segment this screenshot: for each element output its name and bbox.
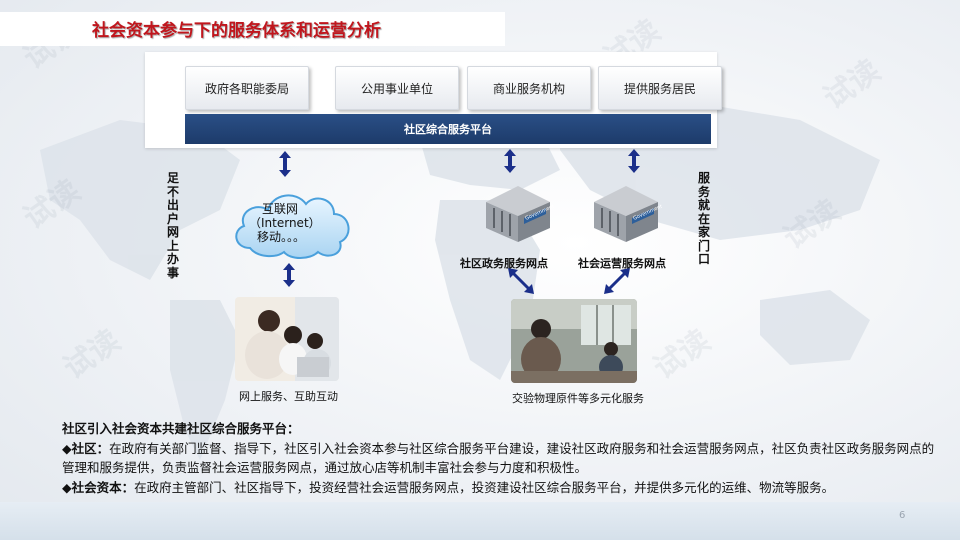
photo-right-caption: 交验物理原件等多元化服务: [512, 392, 644, 405]
diagonal-arrow-icon: [508, 268, 534, 294]
building-right-label: 社会运营服务网点: [578, 257, 666, 270]
photo-left-caption: 网上服务、互助互动: [239, 390, 338, 403]
double-arrow-icon: [628, 149, 640, 173]
right-vertical-text: 服务就在家门口: [697, 171, 710, 266]
cloud-label-internet: 互联网: [262, 202, 299, 216]
entity-public-utility: 公用事业单位: [335, 66, 459, 110]
double-arrow-icon: [279, 151, 291, 177]
diagonal-arrow-icon: [604, 268, 630, 294]
double-arrow-icon: [283, 263, 295, 287]
summary-social-capital: ◆社会资本：在政府主管部门、社区指导下，投资经营社会运营服务网点，投资建设社区综…: [62, 478, 942, 498]
entity-residents: 提供服务居民: [598, 66, 722, 110]
summary-heading: 社区引入社会资本共建社区综合服务平台：: [62, 421, 300, 436]
bottom-band: [0, 502, 960, 540]
body-community: 在政府有关部门监督、指导下，社区引入社会资本参与社区综合服务平台建设，建设社区政…: [62, 440, 935, 476]
building-left-label: 社区政务服务网点: [460, 257, 548, 270]
cloud-label-internet-en: （Internet）: [249, 216, 321, 230]
government-building-icon: Government: [486, 186, 554, 242]
left-vertical-text: 足不出户网上办事: [166, 171, 179, 280]
photo-family-online: [235, 297, 339, 381]
entity-commercial: 商业服务机构: [467, 66, 591, 110]
double-arrow-icon: [504, 149, 516, 173]
term-social-capital: ◆社会资本：: [62, 479, 135, 495]
photo-service-counter: [511, 299, 637, 383]
platform-bar: 社区综合服务平台: [185, 114, 711, 144]
title-bar: [0, 12, 505, 46]
cloud-label-mobile: 移动。。。: [257, 230, 306, 244]
body-social-capital: 在政府主管部门、社区指导下，投资经营社会运营服务网点，投资建设社区综合服务平台，…: [134, 479, 835, 495]
term-community: ◆社区：: [62, 440, 110, 456]
cloud-icon: [235, 194, 350, 259]
page-number: 6: [899, 510, 906, 521]
government-building-icon: Government: [594, 186, 662, 242]
slide-title: 社会资本参与下的服务体系和运营分析: [92, 21, 381, 41]
summary-text: 社区引入社会资本共建社区综合服务平台： ◆社区：在政府有关部门监督、指导下，社区…: [62, 419, 942, 497]
entity-government: 政府各职能委局: [185, 66, 309, 110]
summary-community: ◆社区：在政府有关部门监督、指导下，社区引入社会资本参与社区综合服务平台建设，建…: [62, 439, 942, 478]
